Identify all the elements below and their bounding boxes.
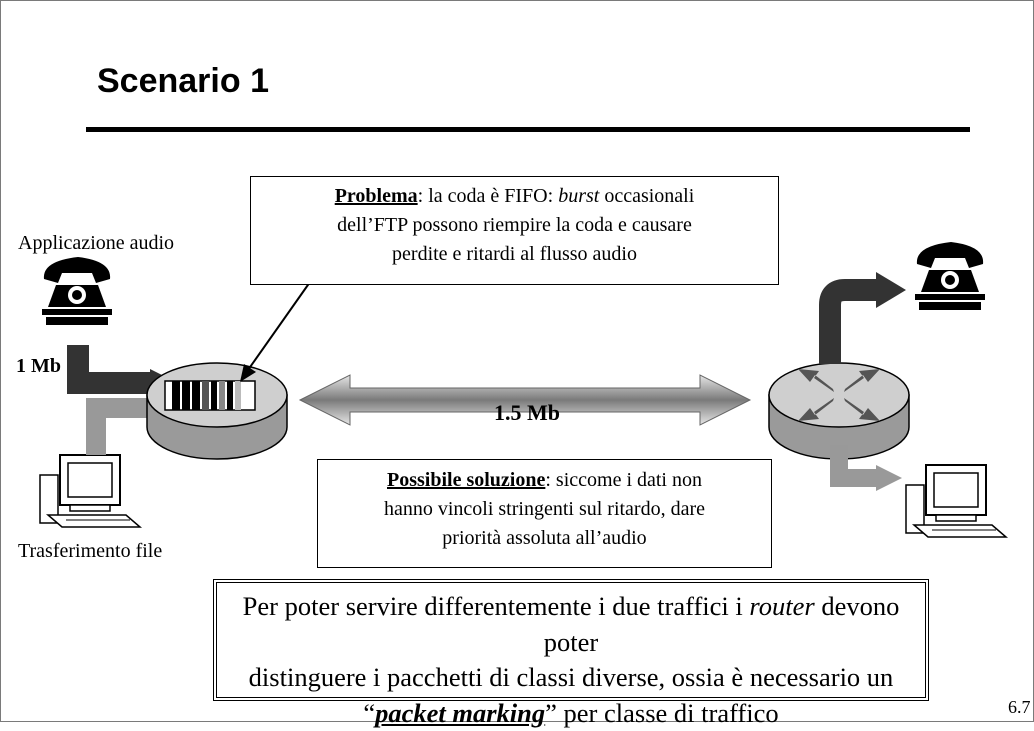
conclusion-text-router: router [749, 591, 814, 621]
problem-text-1a: : la coda è FIFO: [418, 185, 559, 207]
problem-line-1: Problema: la coda è FIFO: burst occasion… [251, 182, 778, 211]
problem-line-2: dell’FTP possono riempire la coda e caus… [251, 211, 778, 240]
router-icon [147, 363, 287, 459]
link-rate-label: 1.5 Mb [472, 400, 582, 426]
conclusion-open-quote: “ [363, 698, 375, 728]
problem-text-1b: occasionali [599, 185, 694, 207]
conclusion-box: Per poter servire differentemente i due … [213, 579, 929, 701]
page-number: 6.7 [1008, 697, 1031, 718]
solution-line-2: hanno vincoli stringenti sul ritardo, da… [318, 495, 771, 524]
problem-heading: Problema [335, 185, 418, 207]
audio-app-label: Applicazione audio [18, 232, 174, 255]
solution-line-3: priorità assoluta all’audio [318, 524, 771, 553]
conclusion-line-3: “packet marking” per classe di traffico [217, 696, 925, 731]
solution-text-1a: : siccome i dati non [545, 469, 702, 491]
solution-line-1: Possibile soluzione: siccome i dati non [318, 466, 771, 495]
problem-text-burst: burst [558, 185, 599, 207]
problem-box: Problema: la coda è FIFO: burst occasion… [250, 176, 779, 285]
conclusion-text-1a: Per poter servire differentemente i due … [243, 591, 750, 621]
file-transfer-label: Trasferimento file [18, 540, 162, 563]
conclusion-text-packet-marking: packet marking [375, 698, 545, 728]
conclusion-line-2: distinguere i pacchetti di classi divers… [217, 660, 925, 696]
computer-icon [40, 455, 140, 527]
telephone-icon [42, 257, 112, 325]
telephone-icon [915, 242, 985, 310]
conclusion-text-3b: ” per classe di traffico [545, 698, 778, 728]
computer-icon [906, 465, 1006, 537]
solution-heading: Possibile soluzione [387, 469, 545, 491]
conclusion-line-1: Per poter servire differentemente i due … [217, 589, 925, 660]
router-icon [769, 363, 909, 459]
solution-box: Possibile soluzione: siccome i dati non … [317, 459, 772, 568]
problem-line-3: perdite e ritardi al flusso audio [251, 240, 778, 269]
audio-rate-label: 1 Mb [16, 355, 61, 378]
queue-icon [165, 381, 255, 410]
